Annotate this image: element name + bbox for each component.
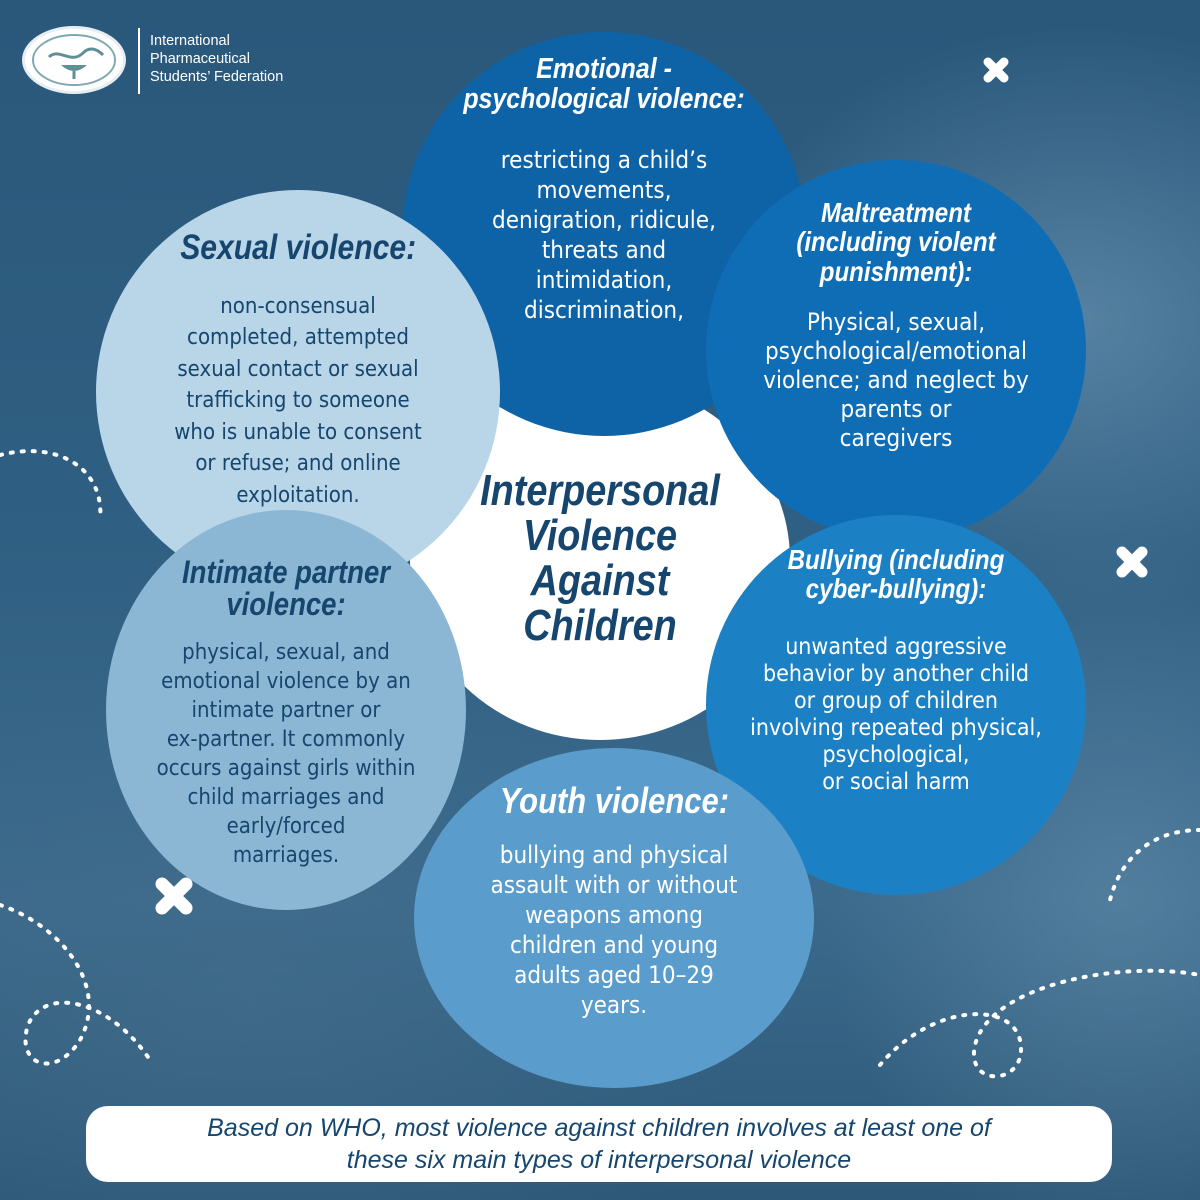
description-line: early/forced xyxy=(226,814,346,839)
ipsf-snake-bowl-icon xyxy=(32,34,116,86)
description-line: adults aged 10–29 xyxy=(514,960,714,989)
description-line: psychological/emotional xyxy=(764,337,1028,366)
description-line: ex-partner. It commonly xyxy=(166,727,406,752)
description-line: Physical, sexual, xyxy=(806,308,986,337)
center-title-line: Against xyxy=(530,556,670,605)
title-line: Youth violence: xyxy=(499,780,729,821)
org-line-2: Pharmaceutical xyxy=(150,51,250,67)
description-line: years. xyxy=(580,990,648,1019)
description-line: child marriages and xyxy=(187,785,385,810)
intimate-partner-violence-circle: Intimate partner violence: physical, sex… xyxy=(106,510,466,910)
title-line: Intimate partner xyxy=(182,554,390,590)
center-title-line: Violence xyxy=(522,511,678,560)
description-line: occurs against girls within xyxy=(156,756,416,781)
intimate-partner-violence-title: Intimate partner violence: xyxy=(174,556,398,620)
description-line: or group of children xyxy=(793,687,999,714)
description-line: physical, sexual, and xyxy=(182,640,390,665)
description-line: emotional violence by an xyxy=(161,669,411,694)
youth-violence-description: bullying and physical assault with or wi… xyxy=(466,840,763,1020)
description-line: exploitation. xyxy=(236,482,360,508)
sexual-violence-title: Sexual violence: xyxy=(180,228,416,267)
center-title: Interpersonal Violence Against Children xyxy=(471,468,729,648)
description-line: parents or xyxy=(840,395,952,424)
ipsf-emblem xyxy=(22,26,126,94)
description-line: trafficking to someone xyxy=(186,388,410,414)
title-line: cyber-bullying): xyxy=(805,573,987,605)
emotional-violence-circle: Emotional - psychological violence: rest… xyxy=(402,32,806,436)
description-line: sexual contact or sexual xyxy=(177,356,419,382)
description-line: discrimination, xyxy=(524,295,684,324)
bullying-title: Bullying (including cyber-bullying): xyxy=(784,545,1008,604)
description-line: movements, xyxy=(536,175,672,204)
description-line: non-consensual xyxy=(220,293,376,319)
description-line: who is unable to consent xyxy=(174,419,422,445)
description-line: restricting a child’s xyxy=(500,145,708,174)
title-line: violence: xyxy=(226,586,346,622)
bullying-description: unwanted aggressive behavior by another … xyxy=(748,634,1045,796)
sexual-violence-description: non-consensual completed, attempted sexu… xyxy=(154,291,442,512)
description-line: violence; and neglect by xyxy=(763,366,1029,395)
logo-divider xyxy=(138,28,140,94)
cross-icon-left xyxy=(155,877,193,915)
footer-note: Based on WHO, most violence against chil… xyxy=(86,1106,1112,1182)
description-line: intimidation, xyxy=(535,265,673,294)
emotional-violence-title: Emotional - psychological violence: xyxy=(458,54,750,115)
description-line: or social harm xyxy=(822,768,970,795)
org-line-1: International xyxy=(150,33,230,49)
description-line: or refuse; and online xyxy=(195,451,401,477)
description-line: weapons among xyxy=(525,900,703,929)
emotional-violence-description: restricting a child’s movements, denigra… xyxy=(483,145,726,325)
center-title-line: Children xyxy=(523,601,677,650)
description-line: threats and xyxy=(541,235,667,264)
center-title-line: Interpersonal xyxy=(480,466,720,515)
description-line: marriages. xyxy=(232,843,340,868)
youth-violence-circle: Youth violence: bullying and physical as… xyxy=(414,748,814,1088)
description-line: denigration, ridicule, xyxy=(492,205,716,234)
description-line: intimate partner or xyxy=(191,698,381,723)
maltreatment-title: Maltreatment (including violent punishme… xyxy=(780,197,1012,287)
footer-line: Based on WHO, most violence against chil… xyxy=(207,1114,991,1142)
description-line: assault with or without xyxy=(490,870,738,899)
description-line: bullying and physical xyxy=(499,840,729,869)
org-line-3: Students’ Federation xyxy=(150,69,284,85)
title-line: Bullying (including xyxy=(787,544,1005,575)
title-line: psychological violence: xyxy=(463,83,745,116)
dotted-swirl-left xyxy=(0,449,152,1066)
cross-icon-top-right xyxy=(983,57,1009,83)
title-line: (including violent xyxy=(796,226,996,258)
ipsf-logo: International Pharmaceutical Students’ F… xyxy=(22,22,292,102)
youth-violence-title: Youth violence: xyxy=(499,782,728,820)
description-line: behavior by another child xyxy=(762,660,1030,687)
dotted-swirl-right xyxy=(878,828,1200,1079)
description-line: caregivers xyxy=(839,424,953,453)
description-line: children and young xyxy=(509,930,719,959)
organization-name: International Pharmaceutical Students’ F… xyxy=(150,32,283,86)
maltreatment-description: Physical, sexual, psychological/emotiona… xyxy=(761,308,1031,453)
footer-line: these six main types of interpersonal vi… xyxy=(346,1146,852,1174)
description-line: psychological, xyxy=(822,741,970,768)
title-line: Sexual violence: xyxy=(180,228,416,267)
title-line: Maltreatment xyxy=(821,197,971,228)
intimate-partner-violence-description: physical, sexual, and emotional violence… xyxy=(138,638,435,870)
title-line: punishment): xyxy=(819,255,973,287)
description-line: involving repeated physical, xyxy=(750,714,1042,741)
maltreatment-circle: Maltreatment (including violent punishme… xyxy=(706,160,1086,540)
title-line: Emotional - xyxy=(536,53,672,85)
description-line: unwanted aggressive xyxy=(785,633,1007,660)
description-line: completed, attempted xyxy=(187,325,409,351)
cross-icon-right xyxy=(1116,546,1148,578)
